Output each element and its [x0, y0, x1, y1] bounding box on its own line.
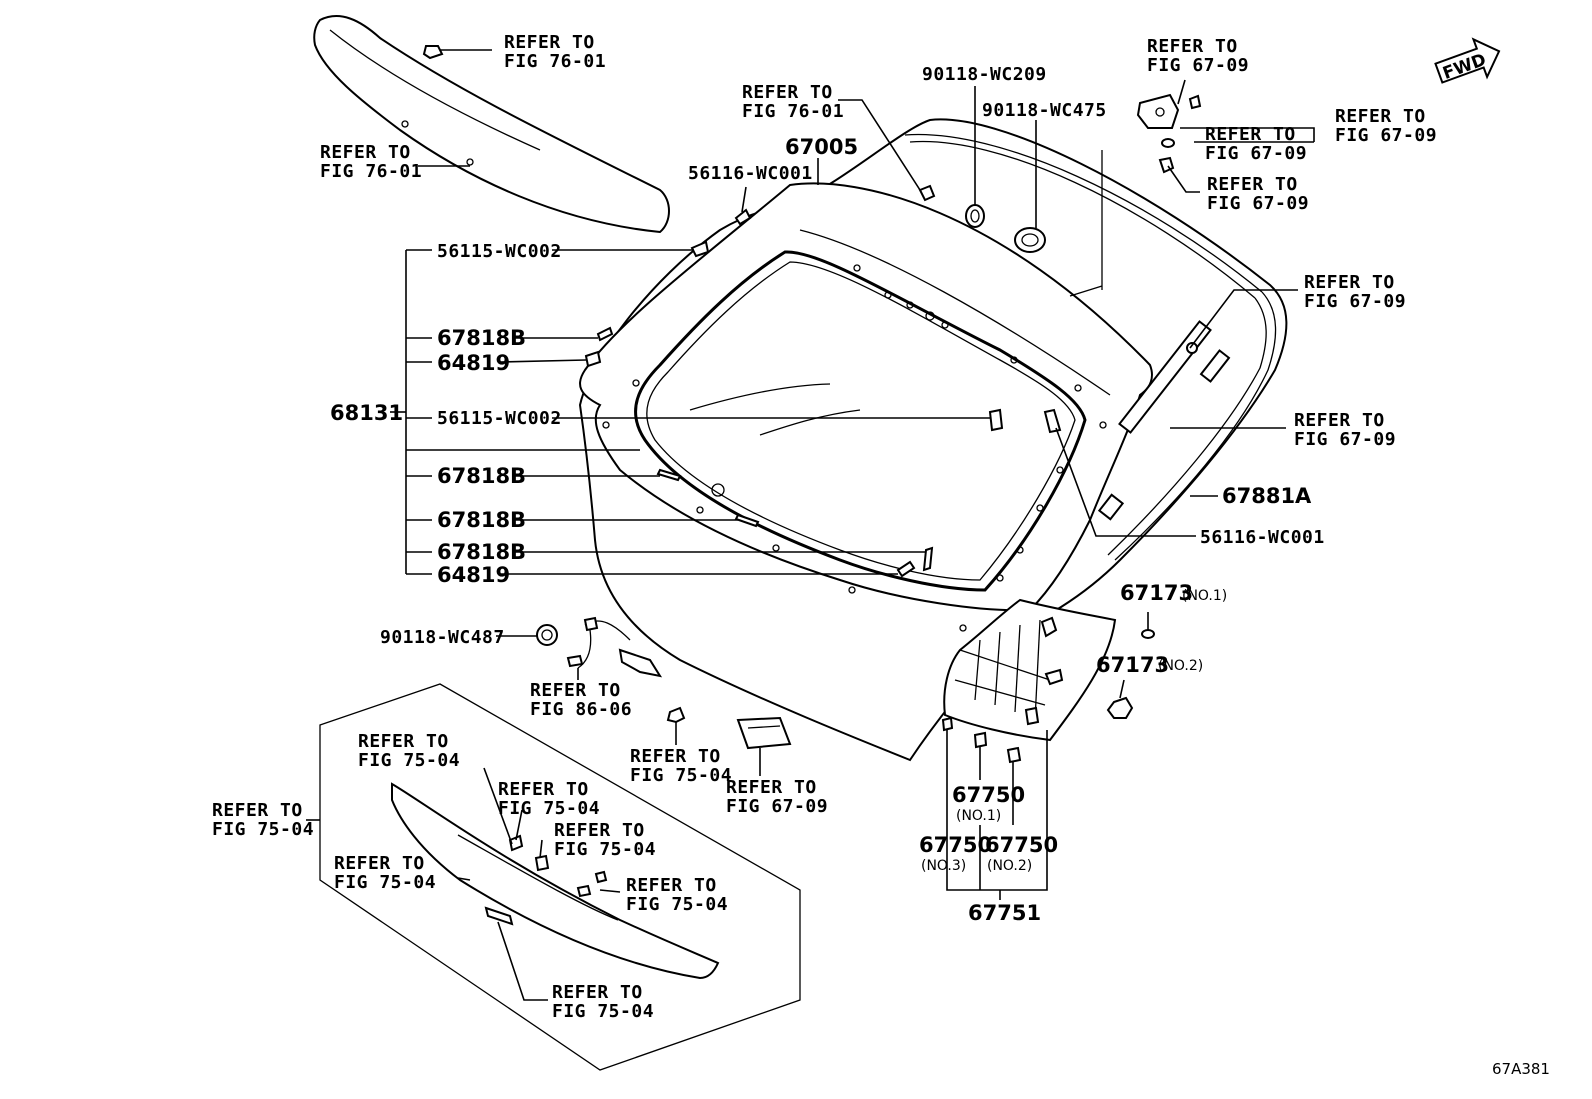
trim-clip-2 [1044, 668, 1064, 686]
hole-plug-wc209 [965, 204, 985, 228]
fwd-arrow-icon: FWD [1434, 37, 1501, 84]
part-67173-no2-note: (NO.2) [1158, 658, 1203, 674]
part-67881a: 67881A [1222, 484, 1312, 508]
part-64819-1: 64819 [437, 351, 510, 375]
clip-56115-a [690, 240, 710, 258]
part-56116-top: 56116-WC001 [688, 163, 813, 184]
clip-56115-b [988, 408, 1004, 432]
tape-67818b-1 [596, 326, 614, 342]
hinge-indicator-line-2 [1069, 285, 1103, 297]
grommet-wc487 [536, 624, 558, 646]
part-64819-2: 64819 [437, 563, 510, 587]
part-67750-no2-note: (NO.2) [987, 858, 1032, 874]
part-67750-no2: 67750 [985, 833, 1058, 857]
clip-64819-2 [896, 560, 916, 578]
part-67173-no1: 67173 [1120, 581, 1193, 605]
stay-ball-joint [1186, 342, 1198, 354]
part-67818b-3: 67818B [437, 508, 526, 532]
tape-67818b-2 [656, 468, 682, 482]
part-67750-no3-note: (NO.3) [921, 858, 966, 874]
clip-64819-1 [584, 350, 602, 368]
part-67751: 67751 [968, 901, 1041, 925]
part-67173-no1-note: (NO.1) [1182, 588, 1227, 604]
spoiler-clip [422, 45, 444, 60]
garnish-assembly-box [319, 683, 801, 1071]
part-67173-no2: 67173 [1096, 653, 1169, 677]
part-90118-wc209: 90118-WC209 [922, 64, 1047, 85]
clip-67173-no2 [1106, 696, 1134, 719]
part-67818b-2: 67818B [437, 464, 526, 488]
part-67818b-1: 67818B [437, 326, 526, 350]
clip-56116-right [1043, 408, 1062, 434]
tape-67818b-4 [922, 546, 934, 572]
part-67750-no3: 67750 [919, 833, 992, 857]
part-56116-right: 56116-WC001 [1200, 527, 1325, 548]
back-door-hinge [1136, 93, 1180, 129]
part-67005: 67005 [785, 135, 858, 159]
grommet-76-01 [918, 184, 936, 202]
tape-67818b-3 [734, 513, 760, 528]
figure-id: 67A381 [1492, 1060, 1550, 1078]
hinge-washer [1161, 138, 1175, 148]
hinge-bolt [1188, 94, 1202, 110]
hole-plug-wc475 [1014, 227, 1046, 253]
part-90118-wc487: 90118-WC487 [380, 627, 505, 648]
clip-67173-no1 [1141, 629, 1155, 639]
clip-67750-no3 [941, 716, 954, 732]
part-56115-b: 56115-WC002 [437, 408, 562, 429]
back-door-lower-trim [943, 598, 1117, 742]
part-67750-no1-note: (NO.1) [956, 808, 1001, 824]
back-door-inner-panel [579, 182, 1153, 632]
clip-56116-top [734, 208, 752, 226]
part-56115-a: 56115-WC002 [437, 241, 562, 262]
leader-lines [306, 79, 1315, 1001]
clip-67750-no1 [973, 731, 988, 749]
license-lamp-grommet [666, 706, 686, 724]
part-67750-no1: 67750 [952, 783, 1025, 807]
back-door-lamp [736, 716, 792, 750]
clip-67750-no2 [1006, 746, 1022, 764]
part-67818b-4: 67818B [437, 540, 526, 564]
rear-spoiler [313, 15, 670, 234]
wire-harness [566, 616, 663, 678]
part-68131: 68131 [330, 401, 403, 425]
trim-clip-3 [1024, 706, 1040, 726]
part-90118-wc475: 90118-WC475 [982, 100, 1107, 121]
trim-clip [1040, 616, 1058, 638]
